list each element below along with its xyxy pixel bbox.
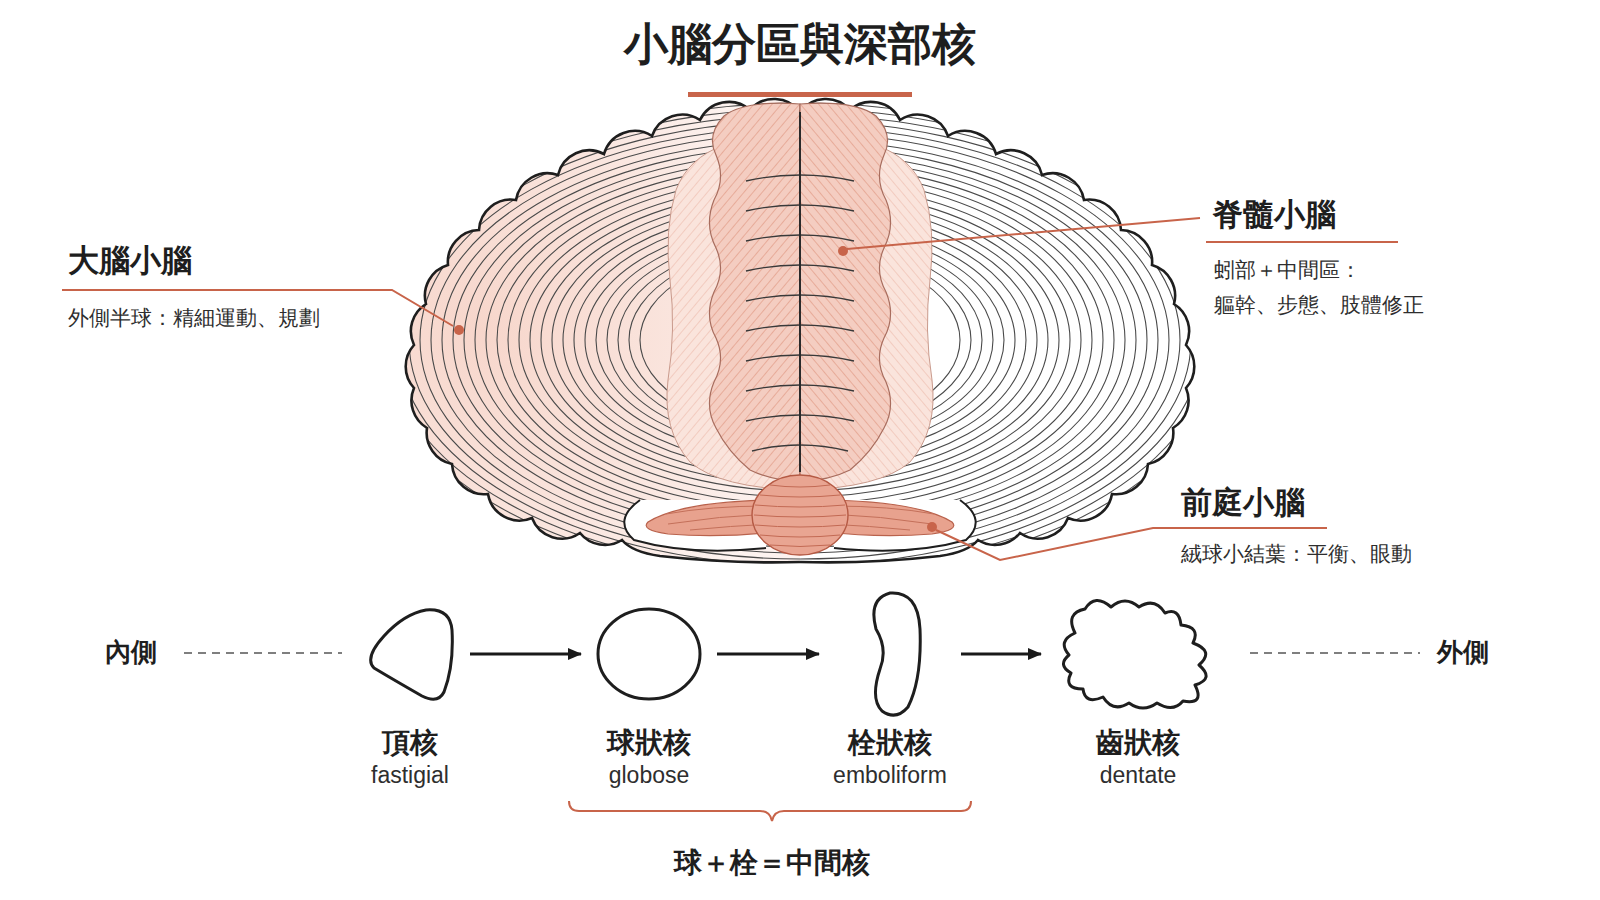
vermis-folia xyxy=(746,175,800,451)
nucleus-outline xyxy=(1055,593,1221,715)
callout-heading: 脊髓小腦 xyxy=(1212,196,1336,233)
nucleus-shape xyxy=(371,610,453,699)
nucleus-text-block: 栓狀核emboliform xyxy=(825,589,955,789)
nucleus-text-block: 球狀核globose xyxy=(587,606,711,789)
nucleus-node: 球狀核globose xyxy=(587,606,711,789)
leader-line xyxy=(847,218,1200,249)
title-underline xyxy=(688,92,912,97)
nucleus-name: 齒狀核 xyxy=(1096,726,1180,760)
cerebellum-half xyxy=(376,99,1224,577)
arrow-connector xyxy=(717,653,819,656)
axis-dashed-line xyxy=(184,652,342,654)
nucleus-shape xyxy=(874,593,920,715)
nucleus-outline xyxy=(595,606,703,702)
nucleus-name: 栓狀核 xyxy=(848,726,932,760)
nucleus-text-block: 齒狀核dentate xyxy=(1047,593,1229,789)
nucleus-shape xyxy=(598,609,700,699)
nodulus xyxy=(752,475,848,555)
leader-dot xyxy=(927,522,937,532)
nucleus-text-block: 頂核fastigial xyxy=(356,606,464,789)
leader-underline xyxy=(1206,241,1398,243)
nucleus-latin-name: emboliform xyxy=(833,762,947,790)
nucleus-name: 球狀核 xyxy=(607,726,691,760)
group-label: 球＋栓＝中間核 xyxy=(674,846,870,880)
hemisphere-outline xyxy=(406,99,800,562)
leader-dot xyxy=(838,246,848,256)
nucleus-latin-name: globose xyxy=(609,762,690,790)
nucleus-outline xyxy=(364,606,456,702)
axis-dashed-line xyxy=(1250,652,1420,654)
group-bracket xyxy=(569,801,971,821)
axis-end-label: 內側 xyxy=(105,637,157,668)
callout-heading: 前庭小腦 xyxy=(1181,484,1305,521)
nucleus-shape xyxy=(1063,600,1206,708)
nodulus-folia xyxy=(754,485,846,547)
cerebellum-half xyxy=(376,99,1224,577)
axis-end-label: 外側 xyxy=(1437,637,1489,668)
folia-lines xyxy=(376,103,1224,577)
nucleus-name: 頂核 xyxy=(382,726,438,760)
nucleus-node: 齒狀核dentate xyxy=(1047,593,1229,789)
callout-heading: 大腦小腦 xyxy=(68,242,192,279)
midline xyxy=(799,112,801,472)
nucleus-node: 栓狀核emboliform xyxy=(825,589,955,789)
arrow-connector xyxy=(961,653,1041,656)
leader-dot xyxy=(454,325,464,335)
diagram-title: 小腦分區與深部核 xyxy=(0,18,1600,71)
nucleus-node: 頂核fastigial xyxy=(356,606,464,789)
nucleus-latin-name: dentate xyxy=(1100,762,1177,790)
vermis xyxy=(709,103,800,482)
callout-note: 蚓部＋中間區： 軀幹、步態、肢體修正 xyxy=(1214,253,1427,322)
nucleus-outline xyxy=(856,589,924,719)
callout-note: 絨球小結葉：平衡、眼動 xyxy=(1181,541,1412,566)
callout-note: 外側半球：精細運動、規劃 xyxy=(68,305,320,330)
arrow-connector xyxy=(470,653,581,656)
nucleus-latin-name: fastigial xyxy=(371,762,449,790)
